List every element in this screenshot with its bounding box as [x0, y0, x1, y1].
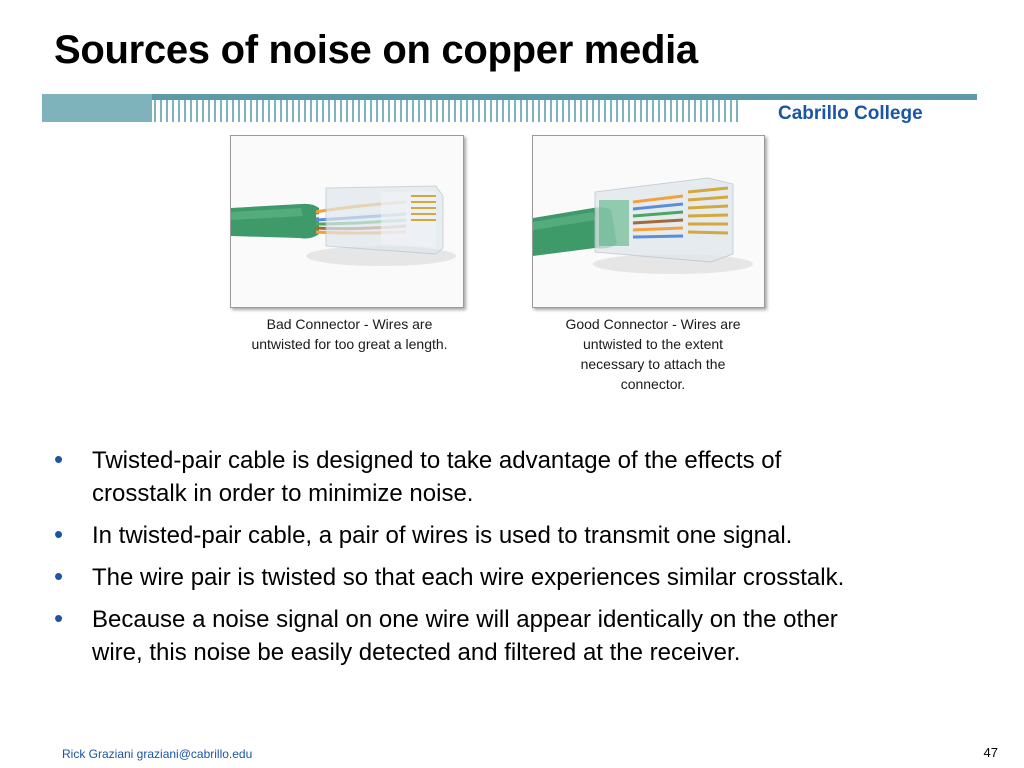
caption-line: untwisted for too great a length. — [251, 336, 448, 352]
bad-connector-photo — [230, 135, 464, 308]
good-connector-photo — [532, 135, 765, 308]
bullet-line: In twisted-pair cable, a pair of wires i… — [92, 522, 793, 549]
bullet-line: Twisted-pair cable is designed to take a… — [92, 447, 782, 474]
college-name: Cabrillo College — [776, 103, 925, 125]
slide-title: Sources of noise on copper media — [54, 28, 698, 72]
bullet-dot-icon: • — [54, 603, 64, 633]
good-connector-caption: Good Connector - Wires are untwisted to … — [528, 314, 778, 394]
header-stripe-bar — [42, 94, 977, 122]
bullet-line: Because a noise signal on one wire will … — [92, 606, 838, 633]
bullet-list: • Twisted-pair cable is designed to take… — [52, 444, 997, 678]
caption-line: connector. — [620, 376, 686, 392]
caption-line: necessary to attach the — [580, 356, 726, 372]
bullet-line: The wire pair is twisted so that each wi… — [92, 564, 845, 591]
bullet-dot-icon: • — [54, 519, 64, 549]
header-stripe-graphic — [42, 94, 977, 122]
bullet-item: • Twisted-pair cable is designed to take… — [52, 444, 997, 510]
bullet-item: • In twisted-pair cable, a pair of wires… — [52, 519, 997, 552]
bullet-item: • Because a noise signal on one wire wil… — [52, 603, 997, 669]
page-number: 47 — [983, 745, 998, 760]
bullet-item: • The wire pair is twisted so that each … — [52, 561, 997, 594]
caption-line: Bad Connector - Wires are — [266, 316, 433, 332]
bullet-line: wire, this noise be easily detected and … — [92, 639, 741, 666]
bullet-dot-icon: • — [54, 561, 64, 591]
caption-line: untwisted to the extent — [582, 336, 724, 352]
footer-author: Rick Graziani graziani@cabrillo.edu — [62, 747, 253, 761]
bad-connector-caption: Bad Connector - Wires are untwisted for … — [222, 314, 477, 354]
bullet-dot-icon: • — [54, 444, 64, 474]
caption-line: Good Connector - Wires are — [565, 316, 741, 332]
bullet-line: crosstalk in order to minimize noise. — [92, 480, 474, 507]
